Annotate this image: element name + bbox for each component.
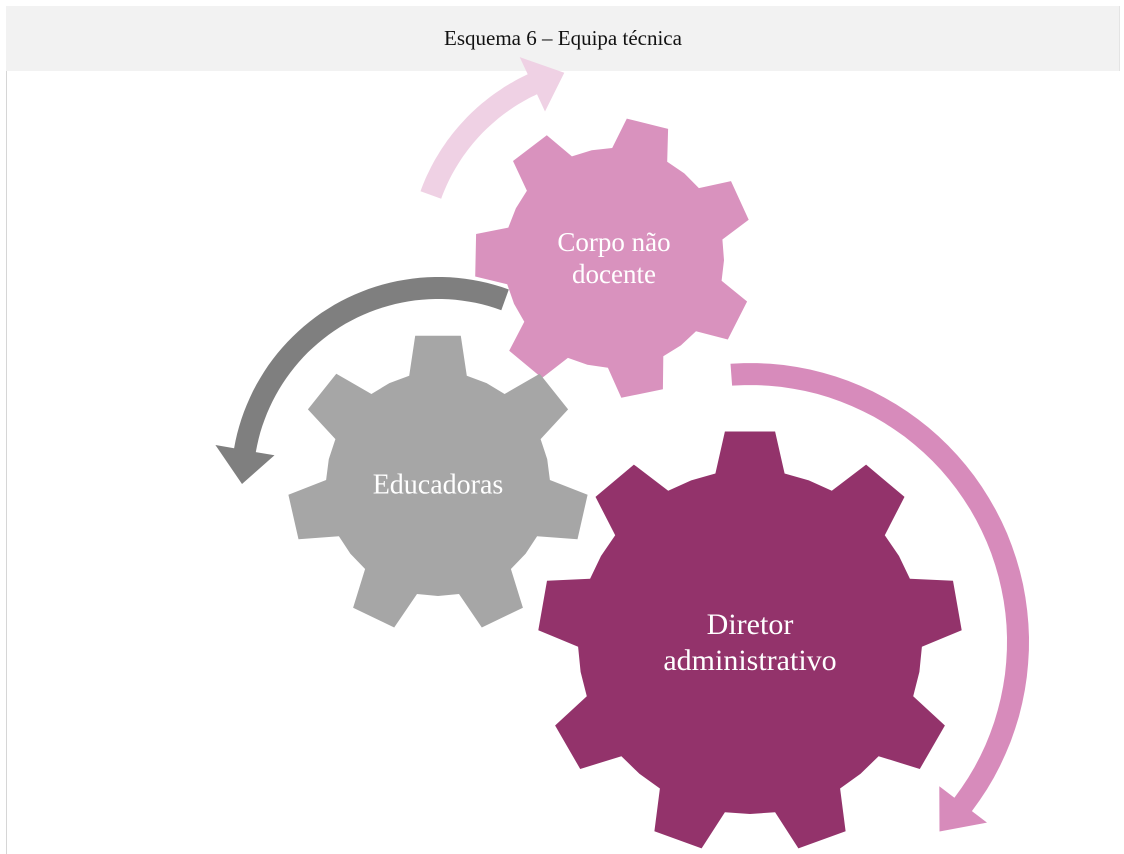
corpo-cycle-arrow <box>420 57 565 199</box>
frame-border-top-right <box>1119 6 1120 71</box>
diagram-caption: Esquema 6 – Equipa técnica <box>6 6 1120 71</box>
diretor-cycle-arrow <box>730 363 1029 832</box>
gear-label-line: Educadoras <box>373 470 504 501</box>
gear-corpo-shape <box>475 118 749 398</box>
gear-diretor-shape <box>538 431 962 849</box>
frame-border <box>6 71 7 854</box>
gear-educadoras-label: Educadoras <box>373 470 504 501</box>
gear-label-line: Corpo não <box>557 227 670 257</box>
gear-educadoras: Educadoras <box>288 335 588 628</box>
gear-educadoras-shape <box>288 335 588 628</box>
educadoras-cycle-arrow <box>215 277 509 484</box>
gear-label-line: administrativo <box>663 644 836 677</box>
cycle-arrows <box>215 57 1029 832</box>
gear-label-line: docente <box>572 259 656 289</box>
gear-label-line: Diretor <box>707 608 794 641</box>
